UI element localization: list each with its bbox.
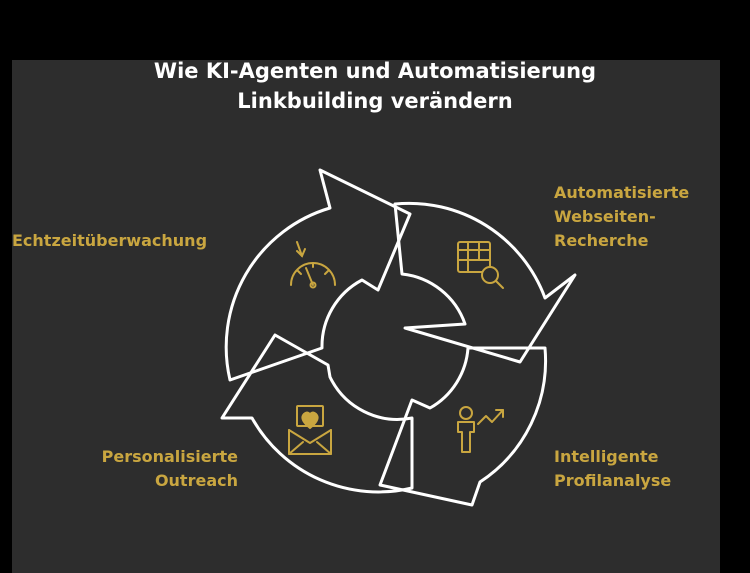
step-1-line-1: Echtzeitüberwachung: [12, 231, 208, 250]
step-3-line-2: Profilanalyse: [554, 471, 672, 490]
step-2-line-3: Recherche: [554, 231, 649, 250]
step-label-webseiten-recherche: Automatisierte Webseiten- Recherche: [554, 181, 689, 253]
step-4-line-2: Outreach: [154, 471, 238, 490]
step-label-echtzeitueberwachung: Echtzeitüberwachung: [12, 229, 207, 253]
diagram-title: Wie KI-Agenten und Automatisierung Linkb…: [0, 56, 750, 116]
step-label-profilanalyse: Intelligente Profilanalyse: [554, 445, 671, 493]
step-2-line-1: Automatisierte: [554, 183, 690, 202]
table-search-icon: [457, 241, 504, 289]
step-3-line-1: Intelligente: [554, 447, 659, 466]
step-4-line-1: Personalisierte: [101, 447, 238, 466]
diagram-panel: [12, 60, 720, 573]
speedometer-icon: [290, 241, 336, 289]
title-line-1: Wie KI-Agenten und Automatisierung: [153, 59, 597, 83]
title-line-2: Linkbuilding verändern: [237, 89, 513, 113]
arrow-top-left: [224, 168, 412, 382]
arrow-top-right: [393, 201, 577, 364]
step-label-outreach: Personalisierte Outreach: [102, 445, 238, 493]
step-2-line-2: Webseiten-: [554, 207, 656, 226]
person-growth-icon: [457, 406, 504, 453]
arrow-bottom-left: [220, 333, 414, 494]
arrow-bottom-right: [378, 346, 548, 507]
heart-envelope-icon: [288, 405, 332, 455]
